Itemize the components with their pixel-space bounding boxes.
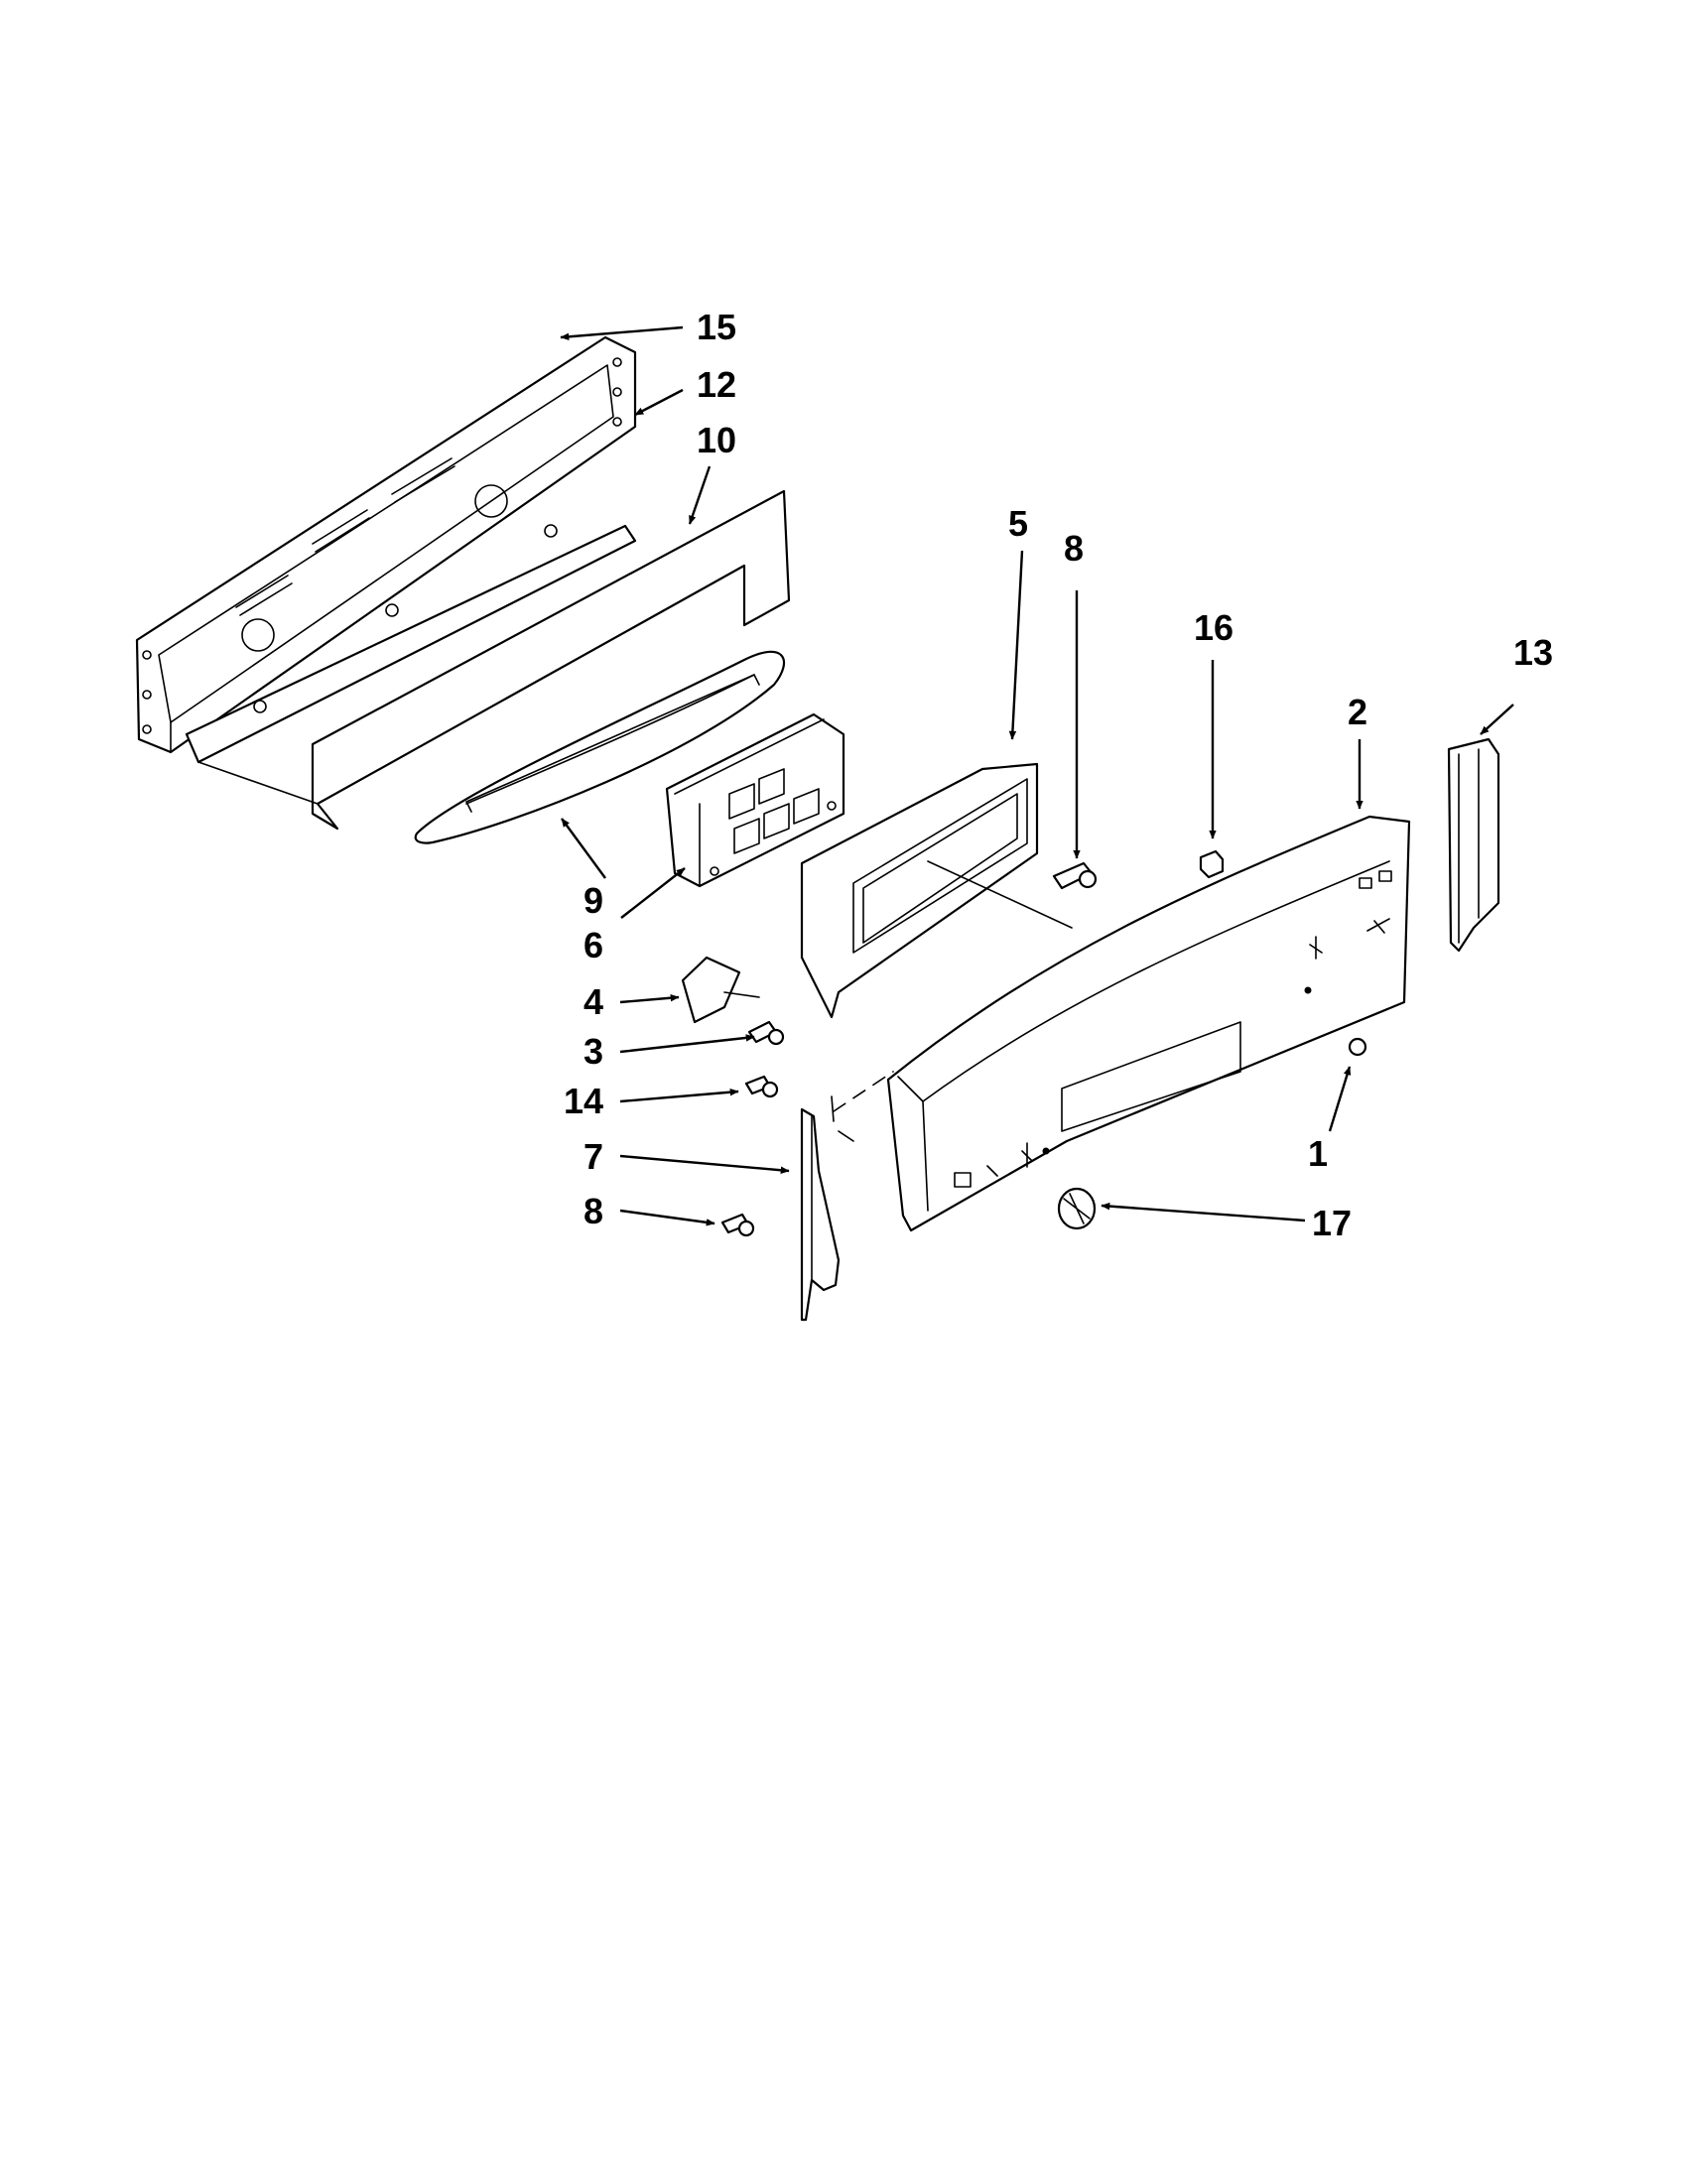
- callout-16: 16: [1194, 607, 1234, 648]
- part-9-trim: [414, 650, 785, 844]
- callout-2: 2: [1348, 692, 1367, 732]
- part-1-screw: [1348, 1037, 1367, 1057]
- part-7-side-trim-left: [800, 1071, 894, 1322]
- part-10-support-channel: [185, 489, 791, 831]
- part-5-display-bracket: [800, 762, 1073, 1019]
- part-2-control-panel: [886, 815, 1411, 1232]
- part-8-screw-upper: [1052, 861, 1098, 890]
- callout-5: 5: [1008, 503, 1028, 544]
- callout-14: 14: [564, 1081, 603, 1121]
- part-17-knob: [1057, 1187, 1097, 1230]
- part-3-screw: [747, 1020, 785, 1046]
- callout-17: 17: [1312, 1203, 1352, 1243]
- part-8-screw-lower: [720, 1213, 755, 1237]
- part-14-screw: [744, 1075, 779, 1098]
- callout-labels: 15 12 10 5 8 16 13 2 9 6 4 3 14 7 8 1 17: [564, 307, 1553, 1243]
- callout-3: 3: [584, 1031, 603, 1072]
- callout-7: 7: [584, 1136, 603, 1177]
- callout-6: 6: [584, 925, 603, 965]
- callout-8-upper: 8: [1064, 528, 1084, 569]
- callout-8-lower: 8: [584, 1191, 603, 1231]
- callout-15: 15: [697, 307, 736, 347]
- callout-13: 13: [1513, 632, 1553, 673]
- part-16-clip: [1199, 849, 1225, 879]
- leader-lines: [560, 325, 1514, 1226]
- part-4-switch: [681, 956, 760, 1024]
- part-6-control-board: [665, 712, 845, 888]
- callout-10: 10: [697, 420, 736, 460]
- callout-9: 9: [584, 880, 603, 921]
- callout-12: 12: [697, 364, 736, 405]
- callout-1: 1: [1308, 1133, 1328, 1174]
- part-13-side-trim-right: [1447, 737, 1500, 953]
- part-12-rear-bracket: [135, 335, 637, 754]
- callout-4: 4: [584, 981, 603, 1022]
